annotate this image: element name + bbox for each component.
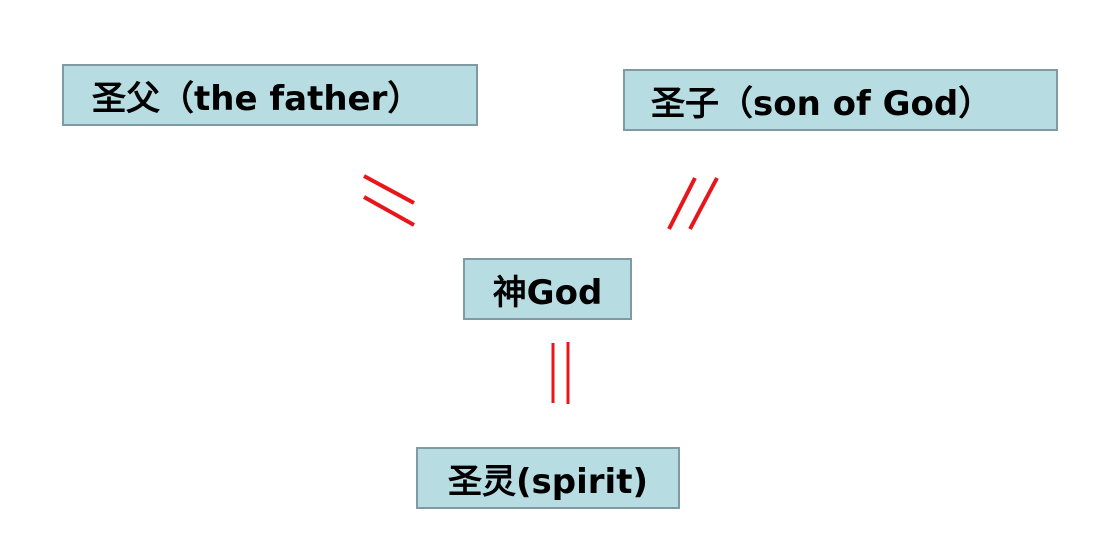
node-spirit: 圣灵(spirit) <box>416 447 680 509</box>
equals-connector-spirit-god <box>551 342 570 404</box>
equals-connector-father-god <box>363 174 415 227</box>
node-father-label: 圣父（the father） <box>92 78 422 119</box>
node-father: 圣父（the father） <box>62 64 478 126</box>
node-son-label: 圣子（son of God） <box>651 83 993 124</box>
equals-connector-son-god <box>667 177 719 230</box>
node-god: 神God <box>463 258 632 320</box>
node-spirit-label: 圣灵(spirit) <box>448 461 648 502</box>
node-son: 圣子（son of God） <box>623 69 1058 131</box>
node-god-label: 神God <box>492 272 603 313</box>
